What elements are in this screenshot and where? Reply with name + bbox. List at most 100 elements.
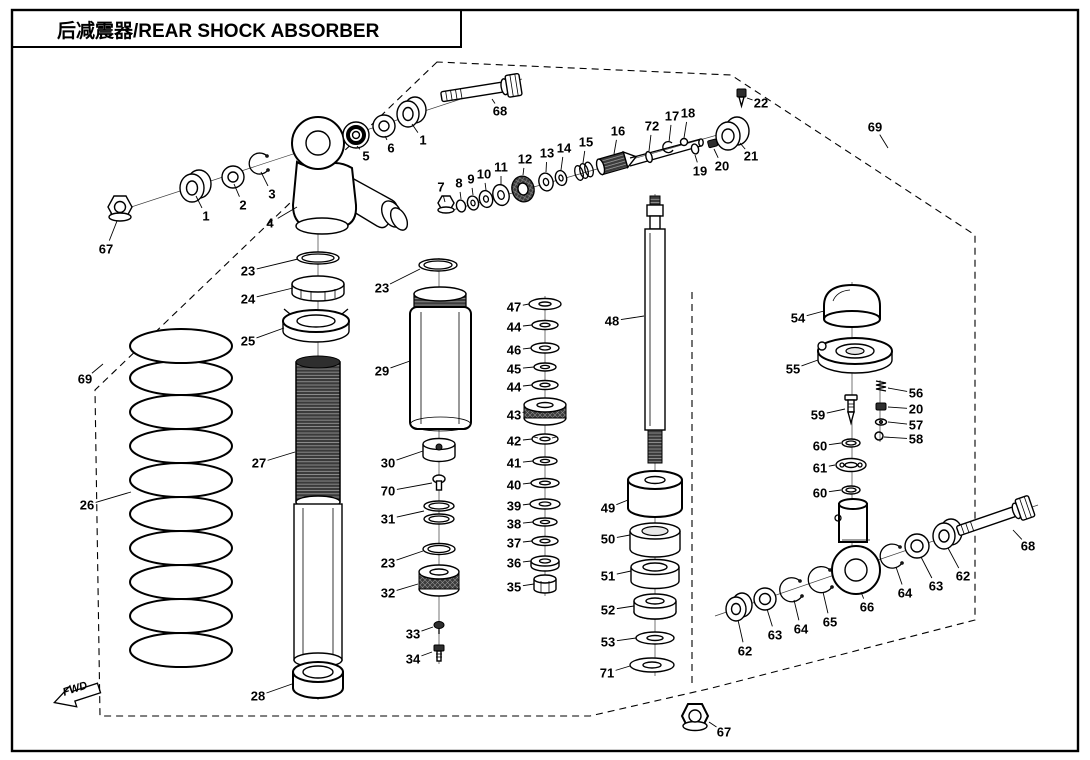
part-number-41: 41 bbox=[507, 456, 521, 471]
callout-leader-67 bbox=[108, 220, 118, 241]
part-number-42: 42 bbox=[507, 434, 521, 449]
part-number-18: 18 bbox=[681, 106, 695, 121]
part-67-flange-nut-top bbox=[107, 195, 133, 222]
callout-leader-46 bbox=[522, 347, 532, 350]
callout-leader-52 bbox=[616, 605, 635, 610]
callout-leader-71 bbox=[615, 665, 631, 671]
part-number-39: 39 bbox=[507, 499, 521, 514]
callout-leader-12 bbox=[522, 167, 525, 176]
part-6-washer bbox=[372, 114, 396, 138]
callout-leader-18 bbox=[683, 121, 688, 139]
part-4-upper-clevis bbox=[291, 116, 409, 235]
callout-leader-32 bbox=[396, 583, 419, 591]
callout-leader-25 bbox=[256, 327, 285, 339]
fwd-label: FWD bbox=[61, 680, 89, 699]
part-19-washer-small bbox=[690, 143, 700, 155]
part-number-54: 54 bbox=[791, 311, 806, 326]
callout-leader-17 bbox=[668, 124, 672, 143]
part-number-59: 59 bbox=[811, 408, 825, 423]
part-49-bump-stop bbox=[627, 470, 683, 518]
part-67-flange-nut-bottom bbox=[680, 703, 710, 732]
callout-leader-1 bbox=[411, 123, 419, 133]
part-number-69: 69 bbox=[78, 372, 92, 387]
callout-leader-55 bbox=[801, 359, 819, 367]
part-27-damper-body bbox=[293, 355, 343, 668]
part-number-44: 44 bbox=[507, 380, 522, 395]
part-number-1: 1 bbox=[419, 133, 426, 148]
part-64-circlip-left bbox=[779, 577, 804, 603]
part-number-57: 57 bbox=[909, 418, 923, 433]
callout-leader-27 bbox=[267, 451, 296, 461]
callout-leader-1 bbox=[195, 195, 203, 209]
part-number-62: 62 bbox=[956, 569, 970, 584]
part-65-circlip bbox=[807, 566, 834, 594]
part-number-55: 55 bbox=[786, 362, 800, 377]
callout-leader-14 bbox=[560, 156, 564, 171]
callout-leader-64 bbox=[895, 566, 903, 585]
part-25-adjuster-ring bbox=[282, 308, 350, 343]
part-number-64: 64 bbox=[794, 622, 809, 637]
callout-leader-33 bbox=[421, 626, 434, 632]
callout-leader-22 bbox=[746, 97, 753, 101]
part-number-21: 21 bbox=[744, 149, 758, 164]
callout-leader-58 bbox=[883, 436, 908, 439]
callout-leader-63 bbox=[920, 556, 933, 579]
part-24-lock-nut bbox=[291, 275, 345, 302]
callout-leader-38 bbox=[522, 521, 534, 524]
part-number-13: 13 bbox=[540, 146, 554, 161]
part-36-washer-thick bbox=[530, 555, 560, 572]
part-62-bushing-flanged-right bbox=[932, 518, 963, 550]
part-31-rings bbox=[423, 500, 455, 525]
callout-leader-20 bbox=[713, 148, 719, 159]
part-number-67: 67 bbox=[717, 725, 731, 740]
part-63-bushing-left bbox=[753, 587, 777, 611]
part-number-23: 23 bbox=[381, 556, 395, 571]
part-13-washer bbox=[538, 172, 554, 192]
callout-leader-63 bbox=[766, 608, 773, 627]
callout-leader-29 bbox=[390, 360, 411, 369]
callout-leader-62 bbox=[947, 547, 960, 569]
part-number-47: 47 bbox=[507, 300, 521, 315]
part-70-valve bbox=[432, 474, 446, 491]
part-number-69: 69 bbox=[868, 120, 882, 135]
callout-leader-23 bbox=[396, 550, 424, 561]
part-number-65: 65 bbox=[823, 615, 837, 630]
part-number-70: 70 bbox=[381, 484, 395, 499]
part-number-22: 22 bbox=[754, 96, 768, 111]
part-number-4: 4 bbox=[266, 216, 274, 231]
part-number-71: 71 bbox=[600, 666, 614, 681]
callout-leader-20 bbox=[887, 406, 908, 409]
part-number-34: 34 bbox=[406, 652, 421, 667]
part-number-23: 23 bbox=[375, 281, 389, 296]
part-72-piston-rod-shaft bbox=[629, 138, 704, 167]
part-53-washer bbox=[635, 631, 675, 645]
part-number-68: 68 bbox=[1021, 539, 1035, 554]
part-number-2: 2 bbox=[239, 198, 246, 213]
dashed-group-boundary bbox=[94, 61, 976, 717]
part-number-35: 35 bbox=[507, 580, 521, 595]
callout-leader-59 bbox=[826, 408, 846, 414]
callout-leader-35 bbox=[522, 583, 535, 587]
fwd-arrow: FWD bbox=[53, 680, 102, 708]
page-title: 后减震器/REAR SHOCK ABSORBER bbox=[57, 19, 380, 42]
part-number-25: 25 bbox=[241, 334, 255, 349]
part-number-8: 8 bbox=[455, 176, 462, 191]
callout-leader-62 bbox=[737, 619, 744, 643]
part-45-shim bbox=[533, 362, 557, 372]
callout-leader-44 bbox=[522, 384, 533, 387]
part-30-cap bbox=[422, 437, 456, 463]
part-number-11: 11 bbox=[494, 160, 508, 175]
part-23-oring-lower bbox=[422, 542, 456, 556]
part-3-snap-ring bbox=[248, 152, 270, 175]
part-number-20: 20 bbox=[909, 402, 923, 417]
part-50-cup-washer bbox=[629, 522, 681, 558]
callout-leader-21 bbox=[739, 142, 746, 150]
part-number-37: 37 bbox=[507, 536, 521, 551]
callout-leader-69 bbox=[879, 134, 889, 149]
page-border bbox=[10, 8, 1080, 753]
callout-leader-26 bbox=[95, 491, 132, 503]
callout-leader-4 bbox=[277, 206, 298, 219]
part-29-reservoir-cylinder bbox=[409, 286, 472, 432]
callout-leader-66 bbox=[860, 591, 865, 599]
part-number-1: 1 bbox=[202, 209, 209, 224]
